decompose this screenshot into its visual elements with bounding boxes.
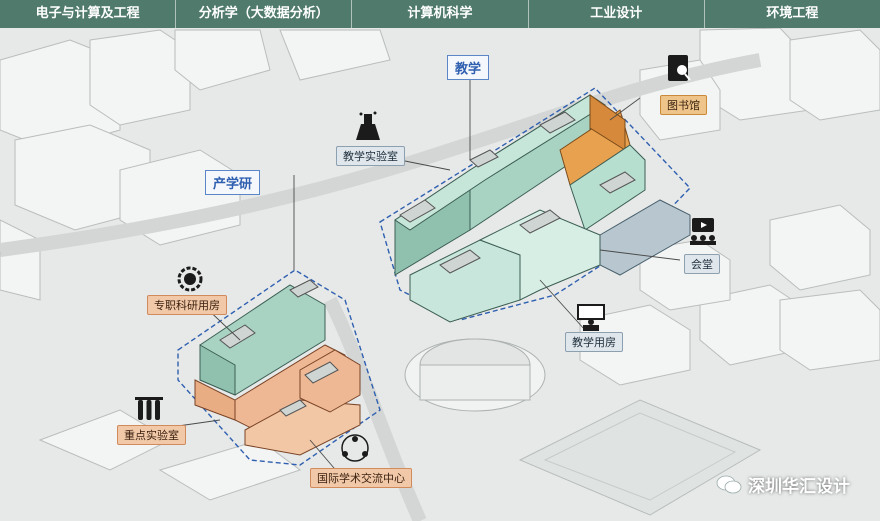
lab-flask-icon xyxy=(356,111,380,140)
watermark-text: 深圳华汇设计 xyxy=(748,477,850,497)
label-research-rooms: 专职科研用房 xyxy=(147,295,227,315)
zone-label-research: 产学研 xyxy=(205,170,261,195)
label-teaching-rooms: 教学用房 xyxy=(565,332,623,352)
leader-lines xyxy=(149,78,681,476)
teaching-complex xyxy=(379,87,691,323)
label-teaching-lab: 教学实验室 xyxy=(336,146,405,166)
people-network-icon xyxy=(341,434,369,462)
tab-industrial-design[interactable]: 工业设计 xyxy=(529,0,705,28)
lecture-podium-icon xyxy=(577,304,605,331)
label-auditorium: 会堂 xyxy=(684,254,720,274)
axonometric-scene xyxy=(0,28,880,521)
screen-audience-icon xyxy=(690,218,716,245)
wechat-icon xyxy=(716,475,742,493)
tab-computer-science[interactable]: 计算机科学 xyxy=(352,0,529,28)
research-complex xyxy=(177,269,381,466)
test-tubes-icon xyxy=(135,397,163,420)
sports-field xyxy=(518,399,762,516)
label-key-lab: 重点实验室 xyxy=(117,425,186,445)
zone-label-teaching: 教学 xyxy=(447,55,490,80)
tab-analytics[interactable]: 分析学（大数据分析） xyxy=(176,0,353,28)
discipline-nav-bar: 电子与计算及工程 分析学（大数据分析） 计算机科学 工业设计 环境工程 xyxy=(0,0,880,28)
tab-environmental-engineering[interactable]: 环境工程 xyxy=(766,6,819,21)
rotunda-building xyxy=(404,338,546,412)
tab-electronic-computer-engineering[interactable]: 电子与计算及工程 xyxy=(0,0,177,28)
brand-watermark: 深圳华汇设计 xyxy=(716,472,850,497)
library-book-icon xyxy=(668,55,691,81)
research-gear-icon xyxy=(177,266,203,292)
label-exchange-center: 国际学术交流中心 xyxy=(310,468,412,488)
label-library: 图书馆 xyxy=(660,95,707,115)
